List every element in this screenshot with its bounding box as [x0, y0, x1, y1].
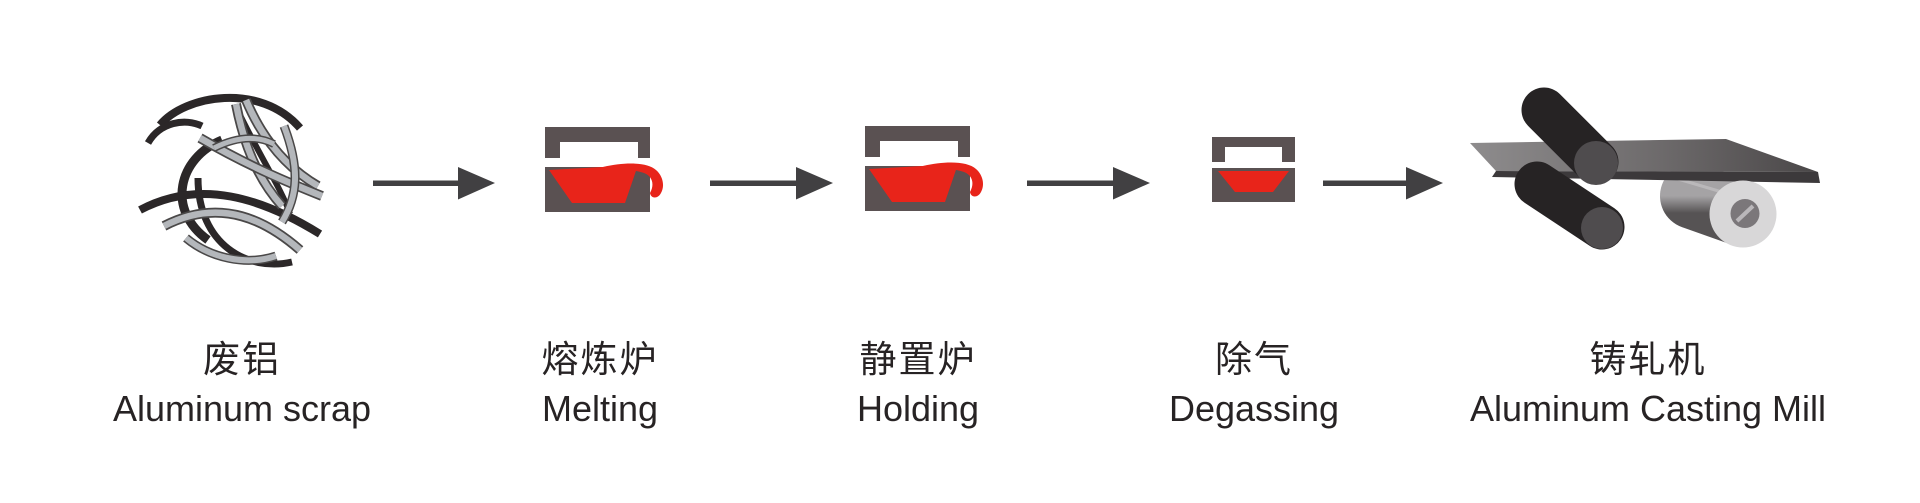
degassing-furnace-icon	[1212, 137, 1295, 202]
step-label-zh: 铸轧机	[1589, 339, 1707, 380]
step-label-melting: 熔炼炉 Melting	[542, 337, 659, 435]
melting-furnace-icon	[545, 127, 664, 212]
step-label-zh: 静置炉	[859, 339, 977, 380]
step-label-zh: 熔炼炉	[541, 339, 659, 380]
step-label-holding: 静置炉 Holding	[857, 337, 979, 435]
arrow-right-icon-4	[1323, 167, 1443, 200]
step-label-zh: 废铝	[203, 339, 281, 380]
step-label-en: Degassing	[1168, 388, 1340, 429]
arrow-right-icon-1	[373, 167, 495, 200]
step-label-en: Aluminum Casting Mill	[1469, 388, 1827, 429]
step-label-en: Melting	[541, 388, 659, 429]
step-label-aluminum-scrap: 废铝 Aluminum scrap	[113, 337, 371, 435]
step-label-en: Aluminum scrap	[112, 388, 372, 429]
step-label-zh: 除气	[1214, 339, 1293, 380]
arrow-right-icon-2	[710, 167, 833, 200]
step-label-casting-mill: 铸轧机 Aluminum Casting Mill	[1470, 337, 1826, 435]
arrow-right-icon-3	[1027, 167, 1150, 200]
casting-mill-icon	[1470, 87, 1820, 250]
step-label-degassing: 除气 Degassing	[1169, 337, 1339, 435]
aluminum-scrap-icon	[138, 94, 324, 268]
step-label-en: Holding	[856, 388, 980, 429]
holding-furnace-icon	[865, 126, 984, 211]
